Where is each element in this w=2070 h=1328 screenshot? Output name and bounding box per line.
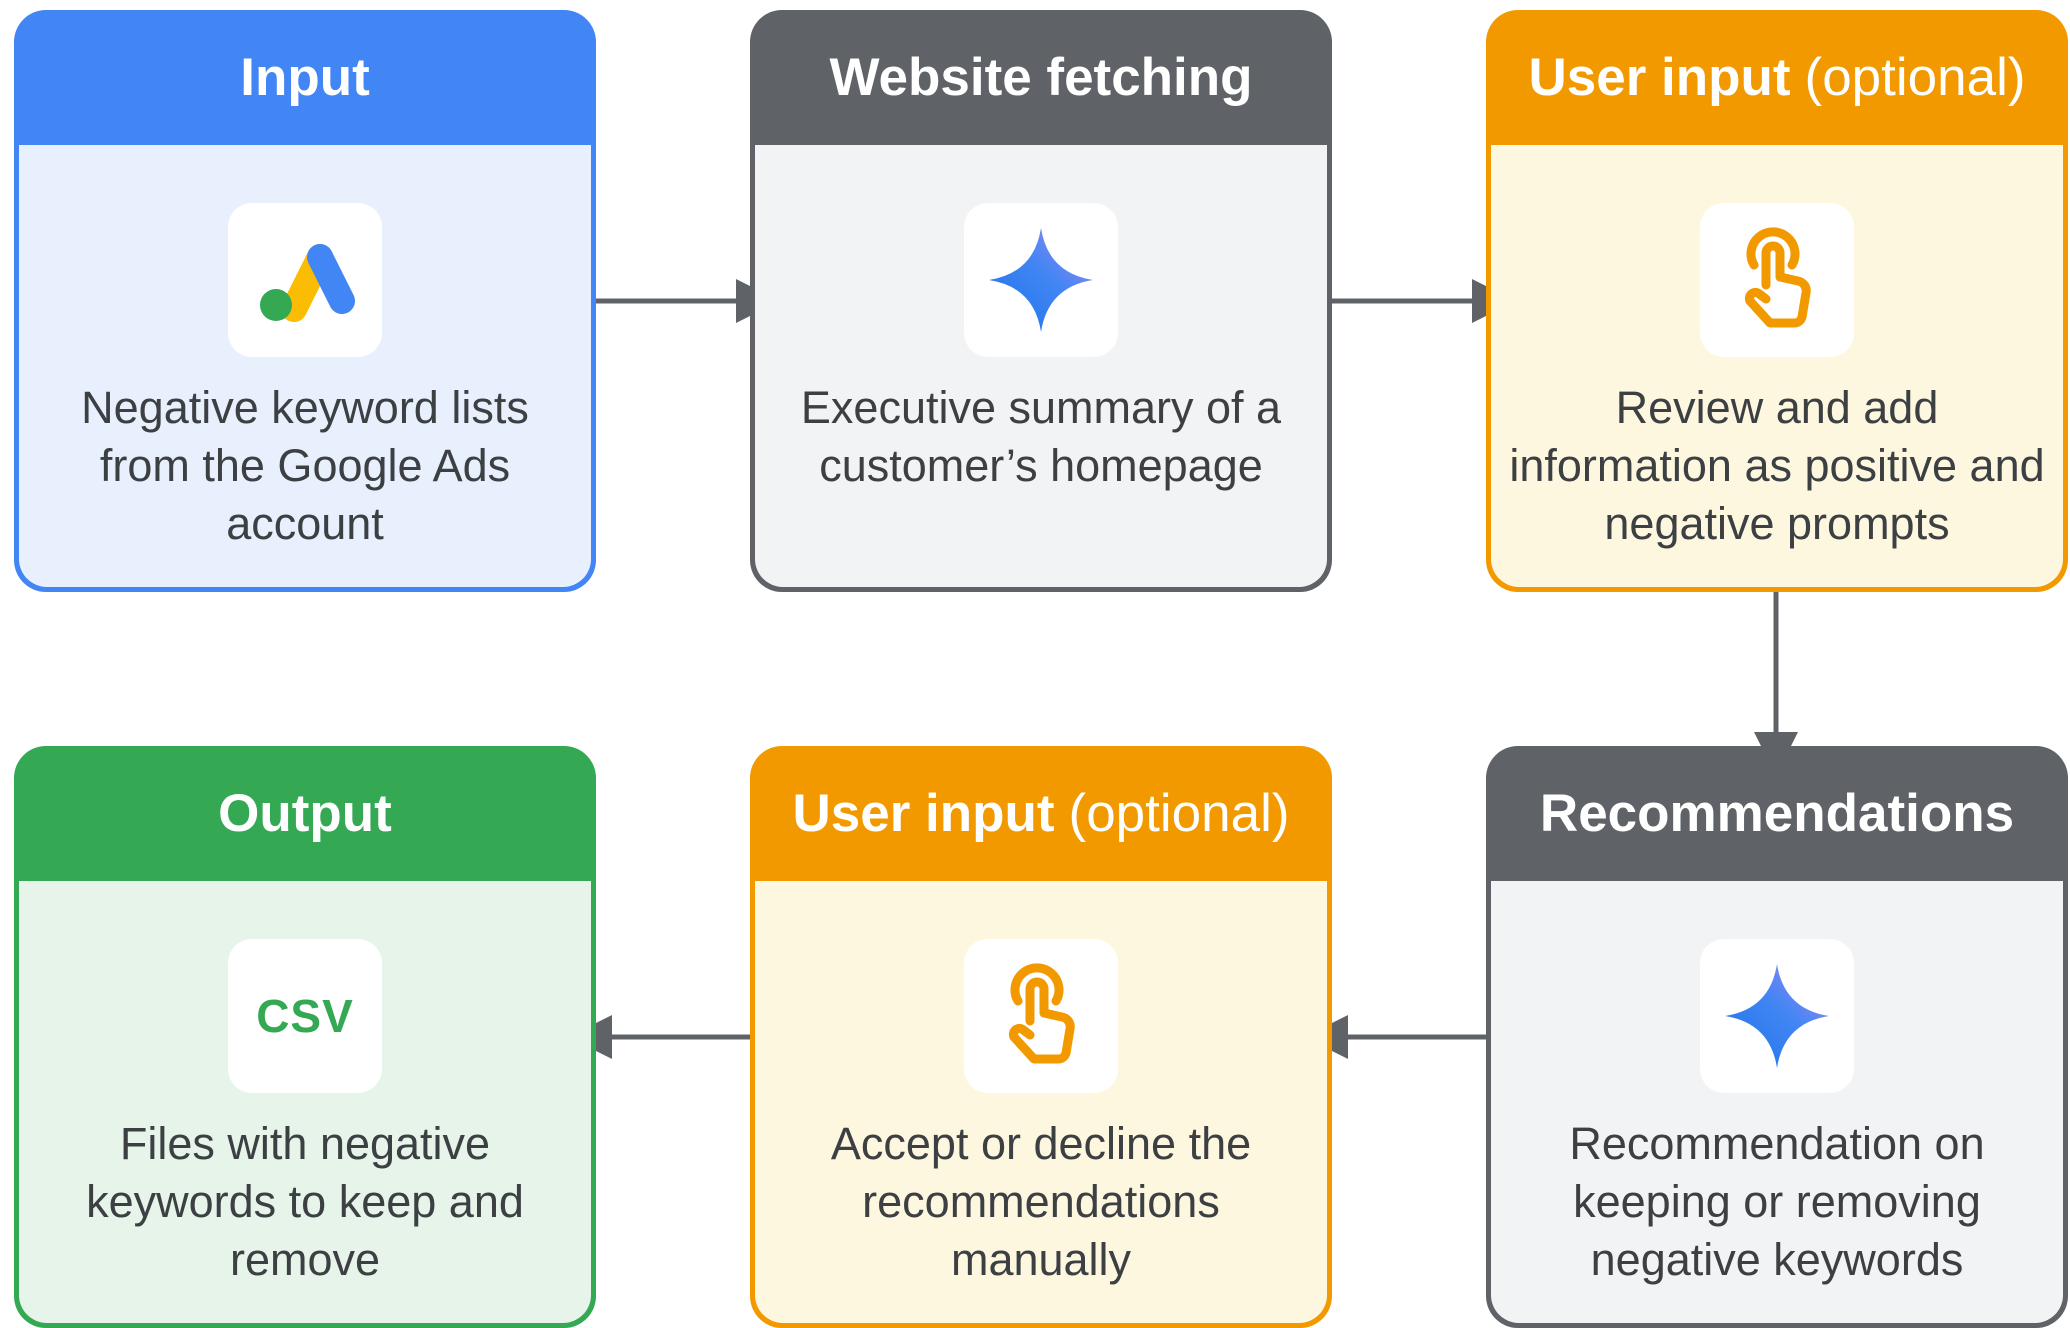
step-input-title: Input	[240, 48, 370, 107]
step-website-fetching-card: Website fetching Executive summary of a …	[750, 10, 1332, 592]
step-user-input-accept-header: User input (optional)	[750, 746, 1332, 881]
step-user-input-accept-optional-label: (optional)	[1068, 784, 1290, 843]
step-input-header: Input	[14, 10, 596, 145]
step-user-input-accept-body: Accept or decline the recommendations ma…	[755, 881, 1327, 1323]
step-user-input-accept-card: User input (optional) Accept or decline …	[750, 746, 1332, 1328]
step-website-fetching-description: Executive summary of a customer’s homepa…	[800, 382, 1282, 491]
step-user-input-review-body: Review and add information as positive a…	[1491, 145, 2063, 587]
step-output-description: Files with negative keywords to keep and…	[86, 1118, 524, 1285]
gemini-sparkle-icon	[964, 203, 1118, 357]
step-website-fetching-body: Executive summary of a customer’s homepa…	[755, 145, 1327, 587]
step-user-input-review-header: User input (optional)	[1486, 10, 2068, 145]
step-user-input-accept-title: User input	[792, 784, 1055, 843]
csv-icon-label: CSV	[256, 990, 354, 1042]
step-user-input-accept-description: Accept or decline the recommendations ma…	[830, 1118, 1252, 1285]
step-input-description: Negative keyword lists from the Google A…	[81, 382, 529, 549]
step-user-input-review-optional-label: (optional)	[1804, 48, 2026, 107]
step-input-body: Negative keyword lists from the Google A…	[19, 145, 591, 587]
step-recommendations-title: Recommendations	[1539, 784, 2015, 843]
csv-file-icon: CSV	[228, 939, 382, 1093]
step-user-input-review-description: Review and add information as positive a…	[1509, 382, 2045, 549]
gemini-sparkle-icon	[1700, 939, 1854, 1093]
step-user-input-review-title: User input	[1528, 48, 1791, 107]
step-website-fetching-title: Website fetching	[829, 48, 1253, 107]
step-website-fetching-header: Website fetching	[750, 10, 1332, 145]
step-input-card: Input Negative keyword lists from the Go…	[14, 10, 596, 592]
step-output-title: Output	[218, 784, 392, 843]
step-recommendations-description: Recommendation on keeping or removing ne…	[1569, 1118, 1985, 1285]
step-recommendations-body: Recommendation on keeping or removing ne…	[1491, 881, 2063, 1323]
step-user-input-review-card: User input (optional) Review and add inf…	[1486, 10, 2068, 592]
step-output-card: Output CSV Files with negative keywords …	[14, 746, 596, 1328]
step-output-header: Output	[14, 746, 596, 881]
step-recommendations-card: Recommendations Recommendation on keepin…	[1486, 746, 2068, 1328]
google-ads-logo-icon	[228, 203, 382, 357]
step-output-body: CSV Files with negative keywords to keep…	[19, 881, 591, 1323]
step-recommendations-header: Recommendations	[1486, 746, 2068, 881]
hand-tap-icon	[964, 939, 1118, 1093]
hand-tap-icon	[1700, 203, 1854, 357]
